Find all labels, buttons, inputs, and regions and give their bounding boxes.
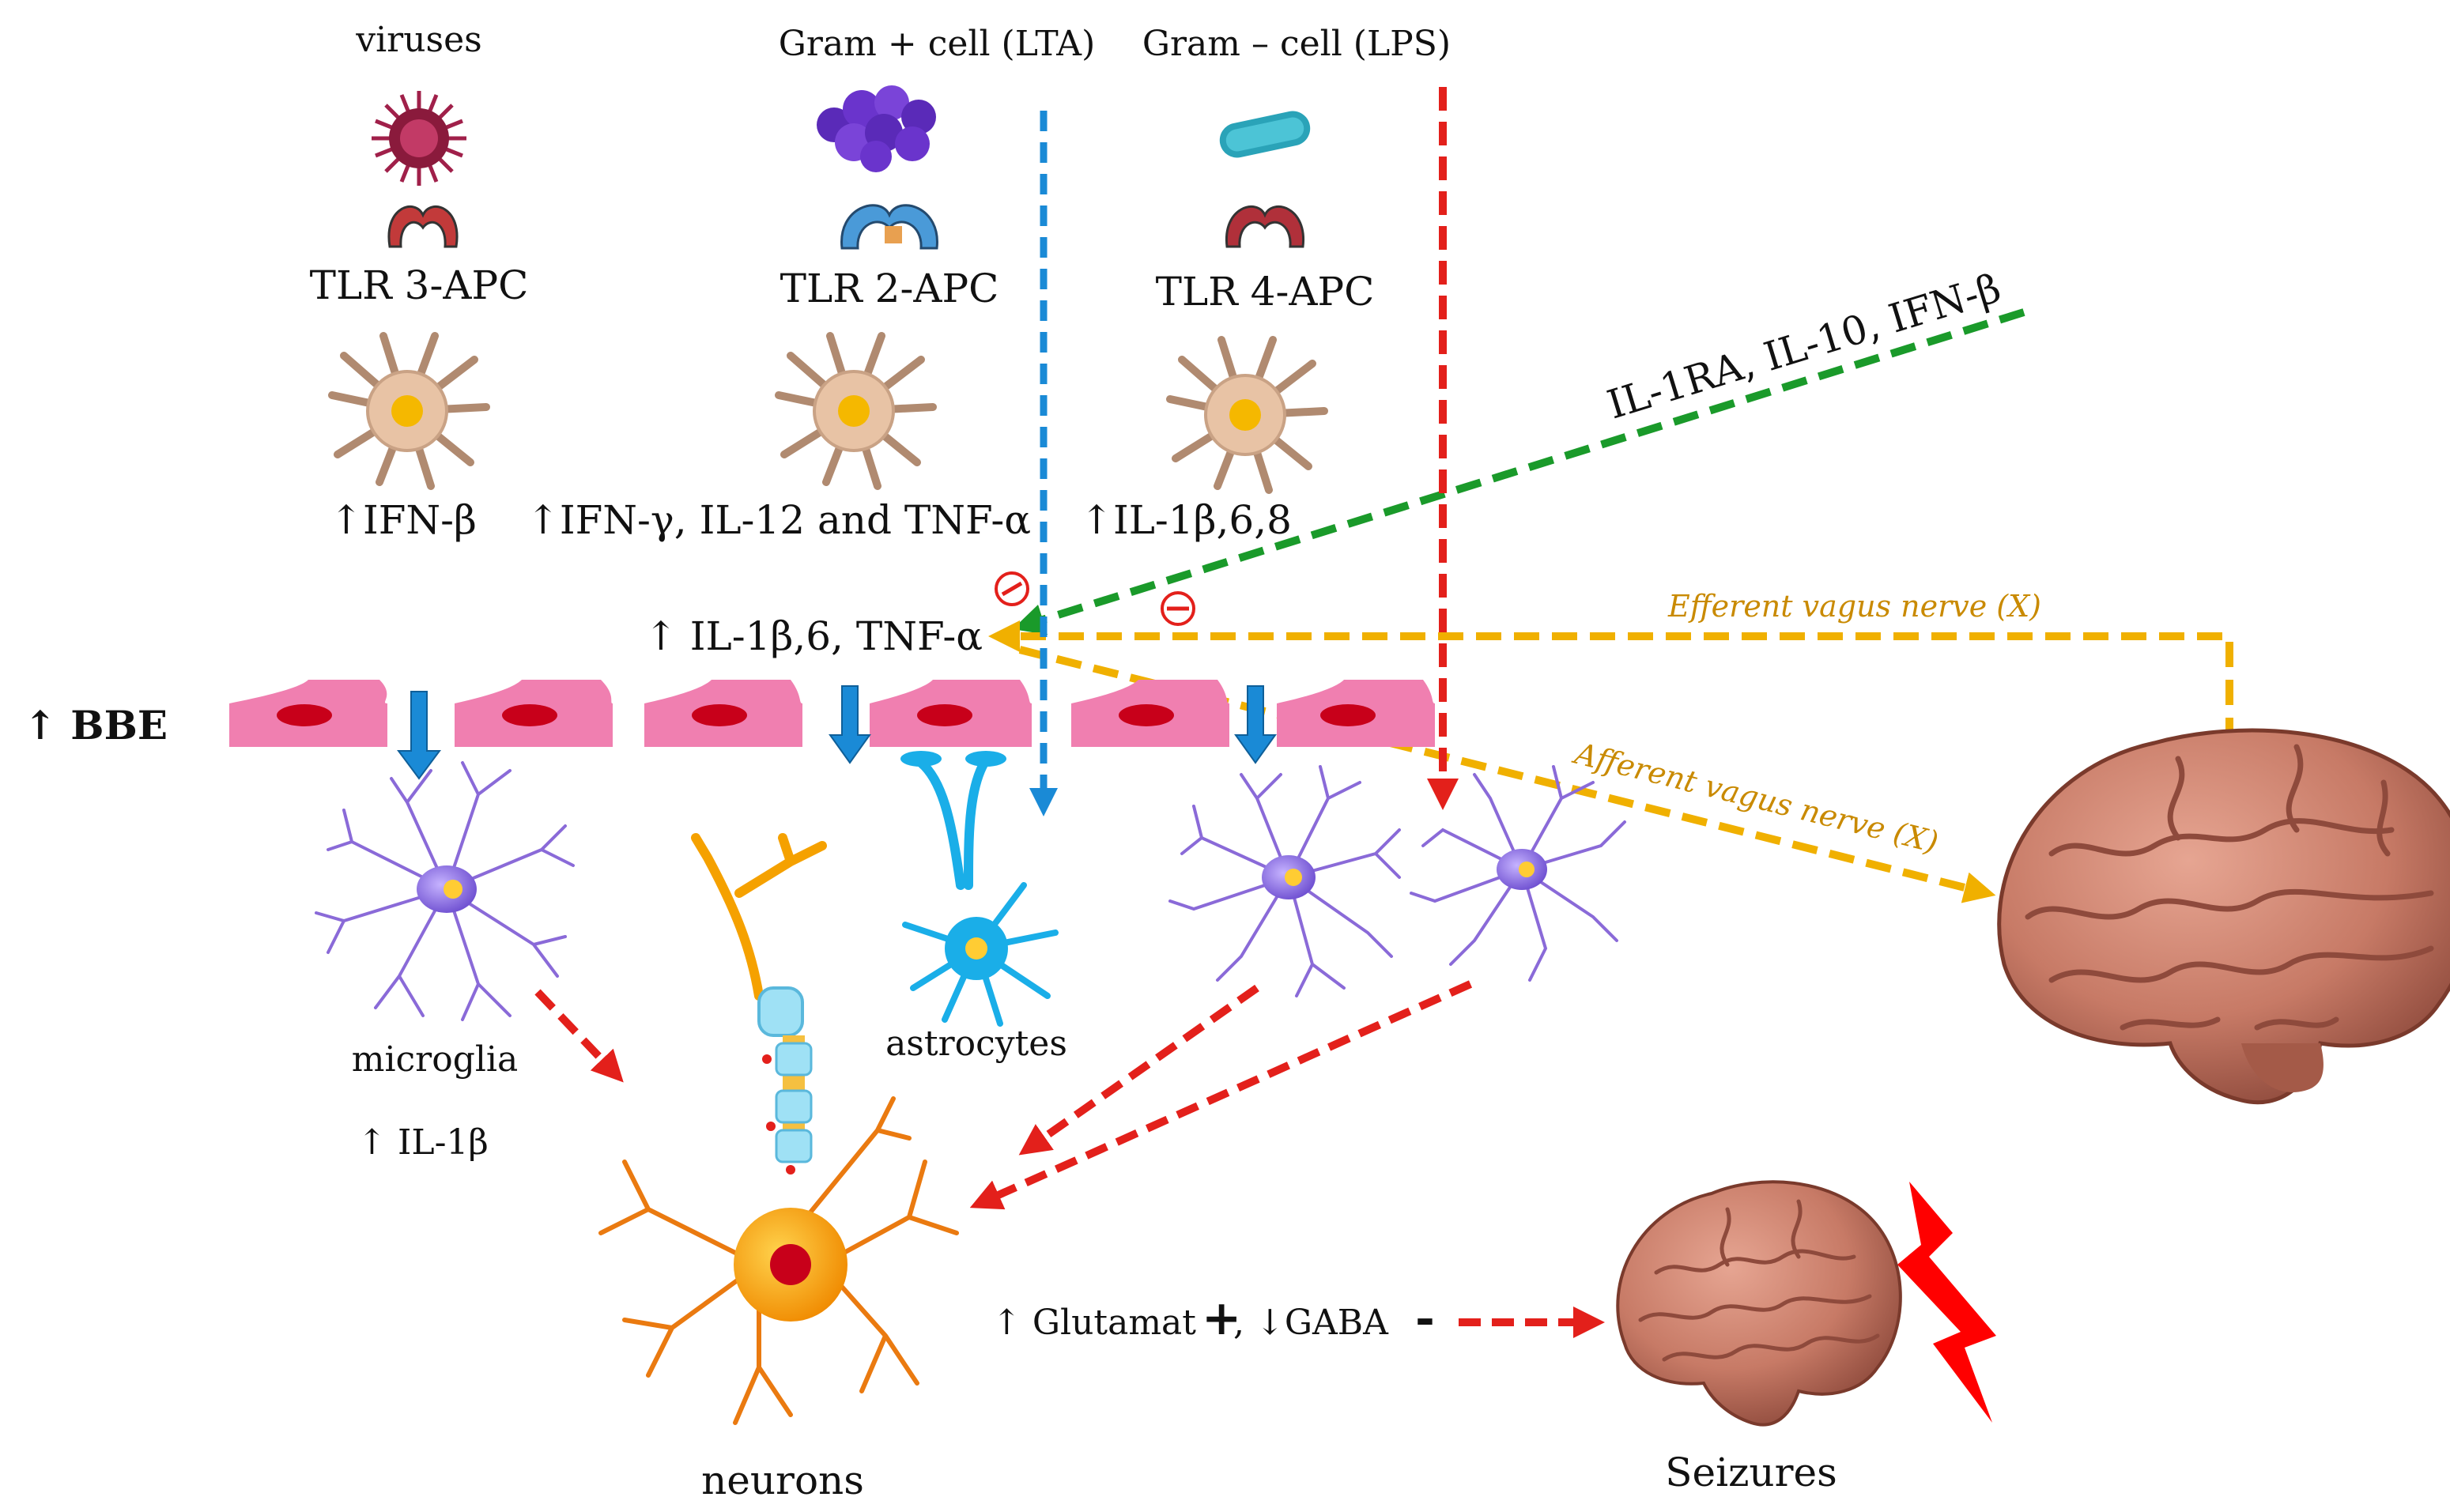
gram-negative-bacteria-icon — [1219, 111, 1311, 158]
astrocytes-label: astrocytes — [885, 1024, 1067, 1064]
myelin-sheath — [757, 986, 804, 1037]
transport-arrow — [1234, 685, 1277, 764]
gaba-label: , ↓GABA — [1233, 1303, 1389, 1343]
tlr2-apc-label: TLR 2-APC — [780, 266, 999, 311]
transport-arrow — [397, 691, 441, 780]
minus-sign: - — [1415, 1291, 1435, 1346]
il1b-6-tnf-label: ↑ IL-1β,6, TNF-α — [644, 613, 983, 659]
plus-sign: + — [1202, 1291, 1241, 1346]
ifn-gamma-label: ↑IFN-γ, IL-12 and TNF-α — [527, 497, 1031, 543]
endothelial-cell — [455, 680, 613, 747]
endothelial-cell — [1277, 680, 1435, 747]
endothelial-cell — [1071, 680, 1229, 747]
virus-icon — [372, 91, 466, 186]
dendritic-cell-icon — [775, 332, 937, 490]
inhibition-symbol — [1161, 591, 1195, 626]
dendritic-cell-icon — [328, 332, 490, 490]
microglia-cell-icon — [1168, 765, 1401, 997]
efferent-vagus-label: Efferent vagus nerve (X) — [1667, 589, 2041, 624]
efferent-vagus-arrow — [988, 620, 2233, 743]
lightning-icon — [1897, 1182, 1996, 1423]
endothelial-cell — [229, 680, 387, 747]
tlr3-apc-label: TLR 3-APC — [310, 262, 529, 308]
tlr4-receptor-icon — [1225, 205, 1304, 248]
brain-icon — [1997, 728, 2450, 1105]
seizures-label: Seizures — [1665, 1450, 1837, 1495]
neuron-cell-icon — [598, 833, 959, 1425]
endothelial-layer — [229, 680, 1435, 747]
microglia-to-neuron-arrow — [969, 980, 1473, 1210]
endothelial-cell — [644, 680, 802, 747]
neurons-label: neurons — [701, 1457, 864, 1503]
anti-inflammatory-label: IL-1RA, IL-10, IFN-β — [1603, 265, 2006, 428]
anti-inflammatory-arrow — [1012, 308, 2025, 635]
afferent-vagus-label: Afferent vagus nerve (X) — [1569, 735, 1942, 860]
brain-icon — [1616, 1180, 1902, 1427]
microglia-cell-icon — [315, 761, 575, 1021]
microglia-to-neuron-arrow — [1018, 984, 1259, 1156]
dendritic-cell-icon — [1166, 336, 1328, 494]
gram-negative-label: Gram – cell (LPS) — [1142, 24, 1451, 64]
inhibition-symbol — [995, 571, 1029, 606]
microglia-to-neuron-arrow — [534, 989, 624, 1083]
neurotransmitter-balance: ↑ Glutamat + , ↓GABA - — [992, 1291, 1435, 1346]
tlr2-receptor-icon — [840, 204, 938, 250]
astrocyte-cell-icon — [900, 751, 1059, 1027]
bbe-label: ↑ BBE — [24, 702, 168, 748]
glutamate-label: ↑ Glutamat — [992, 1303, 1196, 1343]
microglia-label: microglia — [352, 1039, 519, 1080]
gram-positive-bacteria-icon — [817, 85, 936, 172]
viruses-label: viruses — [355, 20, 482, 60]
tlr3-receptor-icon — [387, 205, 459, 248]
microglia-cell-icon — [1410, 765, 1626, 982]
gram-positive-label: Gram + cell (LTA) — [779, 24, 1095, 64]
ifn-beta-label: ↑IFN-β — [330, 497, 477, 543]
microglia-il1b-label: ↑ IL-1β — [357, 1122, 489, 1163]
il1b-6-8-label: ↑IL-1β,6,8 — [1080, 497, 1292, 543]
tlr4-apc-label: TLR 4-APC — [1156, 269, 1375, 315]
endothelial-cell — [870, 680, 1032, 747]
transport-arrow — [829, 685, 871, 764]
